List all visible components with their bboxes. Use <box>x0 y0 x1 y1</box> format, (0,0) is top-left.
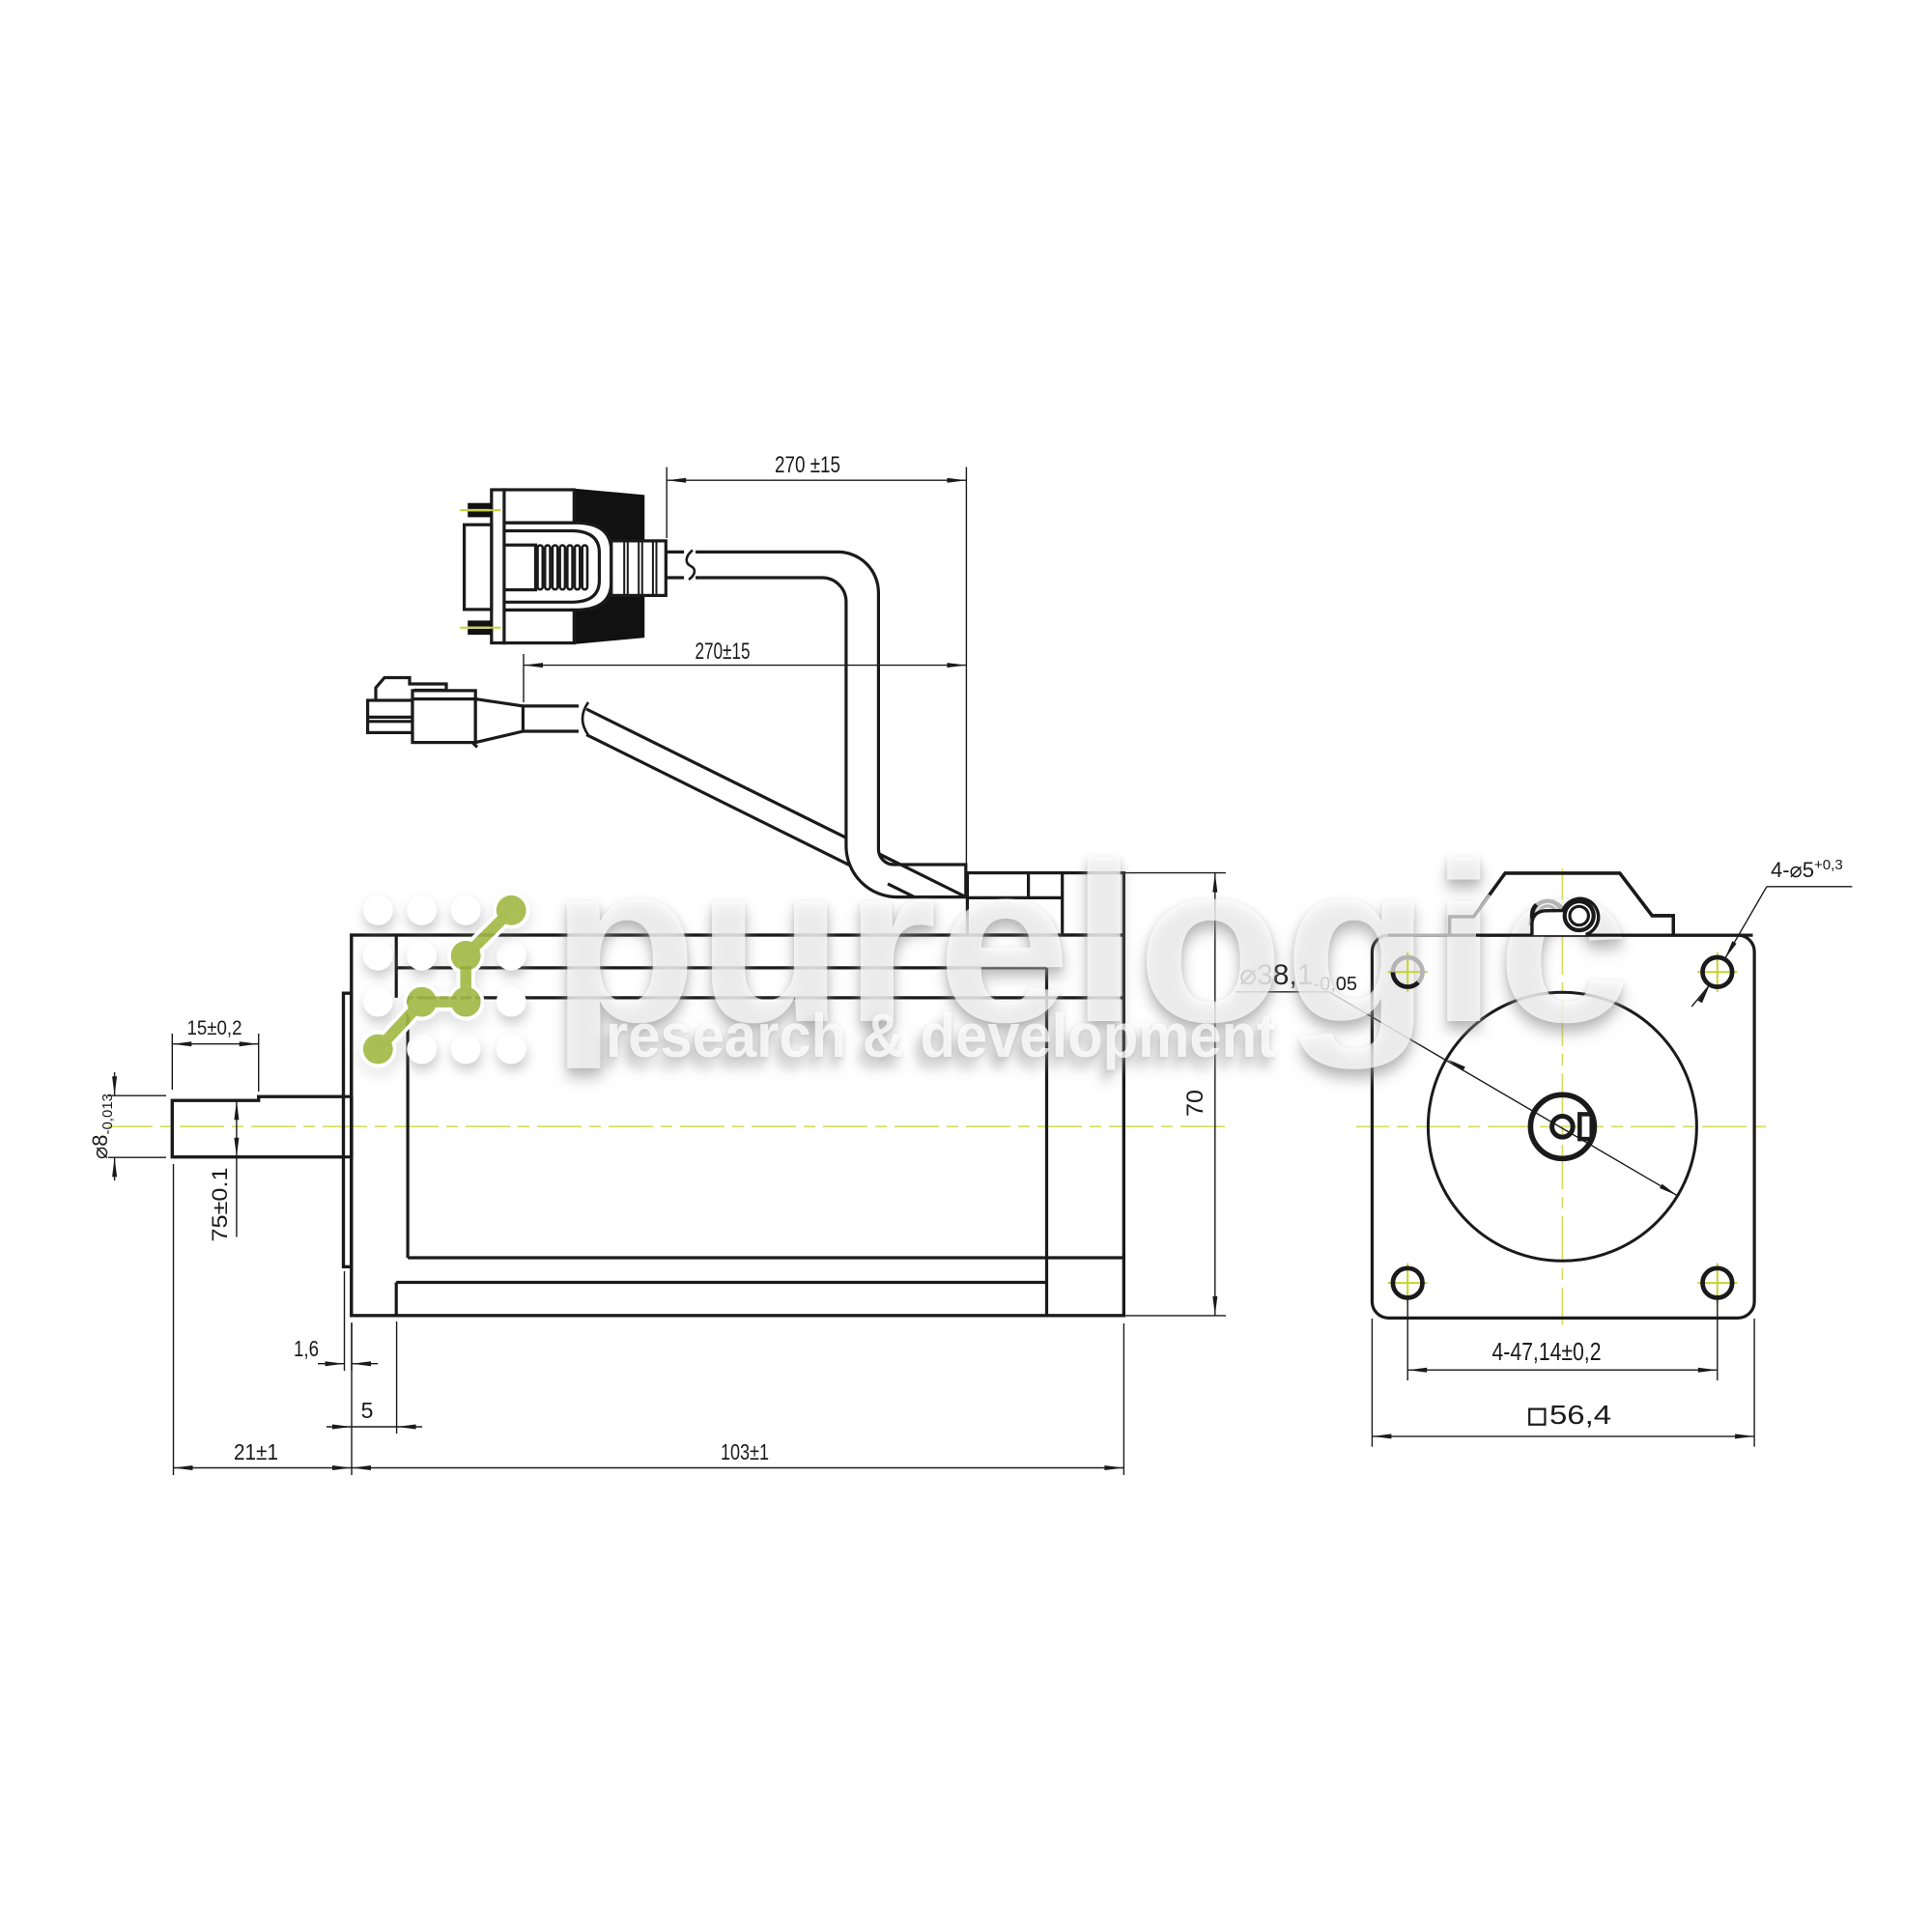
svg-text:270±15: 270±15 <box>696 639 751 665</box>
svg-text:70: 70 <box>1182 1090 1208 1117</box>
svg-text:103±1: 103±1 <box>721 1439 769 1464</box>
svg-text:21±1: 21±1 <box>234 1439 278 1464</box>
svg-text:56,4: 56,4 <box>1549 1400 1611 1430</box>
svg-text:15±0,2: 15±0,2 <box>187 1016 242 1039</box>
svg-text:research & development: research & development <box>606 1001 1276 1070</box>
svg-text:purelogic: purelogic <box>551 815 1631 1069</box>
svg-text:75±0.1: 75±0.1 <box>208 1168 232 1242</box>
svg-text:⌀38,1-0,05: ⌀38,1-0,05 <box>1239 959 1357 995</box>
svg-text:1,6: 1,6 <box>294 1336 319 1361</box>
svg-text:5: 5 <box>361 1398 374 1423</box>
svg-text:270 ±15: 270 ±15 <box>775 452 840 478</box>
svg-text:4-47,14±0,2: 4-47,14±0,2 <box>1492 1337 1602 1366</box>
